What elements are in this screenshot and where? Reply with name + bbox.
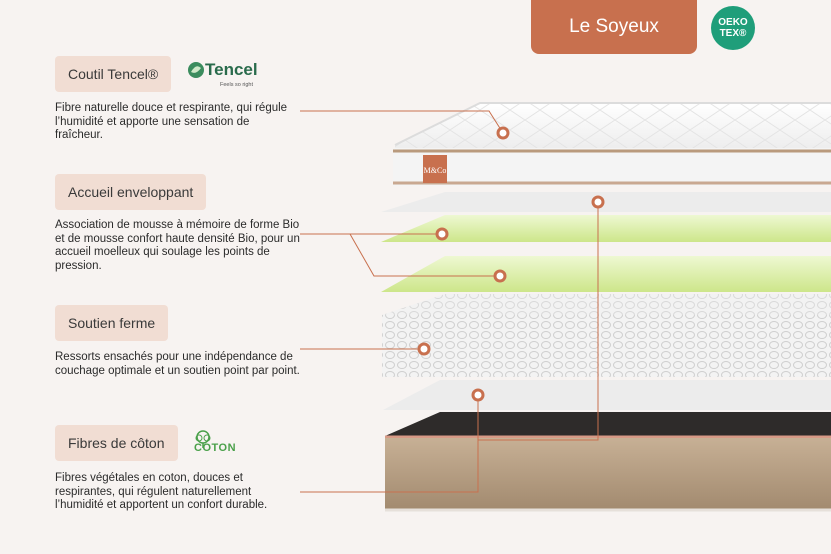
springs-layer xyxy=(382,294,831,377)
marker-comfort-foam[interactable] xyxy=(493,269,507,283)
marker-cover[interactable] xyxy=(496,126,510,140)
oeko-tex-badge: OEKO TEX® xyxy=(711,6,755,50)
marker-memory-foam[interactable] xyxy=(435,227,449,241)
lower-white-layer xyxy=(383,380,831,410)
cotton-base-layer xyxy=(385,412,831,512)
layer-label-coton: Fibres de côton xyxy=(55,425,178,461)
product-title: Le Soyeux xyxy=(569,16,659,37)
thin-white-layer xyxy=(381,192,831,212)
leader-line-base xyxy=(478,202,599,441)
marker-base[interactable] xyxy=(591,195,605,209)
layer-label-soutien: Soutien ferme xyxy=(55,305,169,341)
cover-layer: M&Co xyxy=(393,102,831,186)
memory-foam-layer xyxy=(381,215,831,242)
marker-springs[interactable] xyxy=(417,342,431,356)
layer-label-accueil: Accueil enveloppant xyxy=(55,174,207,210)
layer-label-text: Coutil Tencel® xyxy=(68,66,159,82)
leader-line-cover xyxy=(300,110,504,134)
layer-description-coton: Fibres végétales en coton, douces et res… xyxy=(55,472,268,511)
layer-label-text: Fibres de côton xyxy=(68,435,165,451)
leader-line-comfort xyxy=(300,233,500,277)
coton-wordmark: COTON xyxy=(194,442,237,454)
tencel-tagline: Feels so right xyxy=(220,82,254,88)
tencel-logo: Tencel Feels so right xyxy=(187,58,267,92)
layer-description-accueil: Association de mousse à mémoire de forme… xyxy=(55,219,300,272)
brand-tag xyxy=(423,155,447,183)
oeko-line-1: OEKO xyxy=(718,17,748,28)
product-title-tab: Le Soyeux xyxy=(531,0,697,54)
tencel-wordmark: Tencel xyxy=(205,60,258,79)
coton-logo: COTON xyxy=(191,430,261,460)
layer-label-tencel: Coutil Tencel® xyxy=(55,56,172,92)
oeko-line-2: TEX® xyxy=(719,28,747,39)
layer-description-tencel: Fibre naturelle douce et respirante, qui… xyxy=(55,102,288,141)
layer-description-soutien: Ressorts ensachés pour une indépendance … xyxy=(55,351,300,377)
layer-label-text: Accueil enveloppant xyxy=(68,184,194,200)
brand-tag-text: M&Co xyxy=(424,166,447,175)
leader-line-lower-white xyxy=(300,395,479,493)
marker-lower-white[interactable] xyxy=(471,388,485,402)
layer-label-text: Soutien ferme xyxy=(68,315,156,331)
leaf-icon xyxy=(188,62,204,78)
cotton-flower-icon xyxy=(195,430,211,448)
comfort-foam-layer xyxy=(381,256,831,292)
